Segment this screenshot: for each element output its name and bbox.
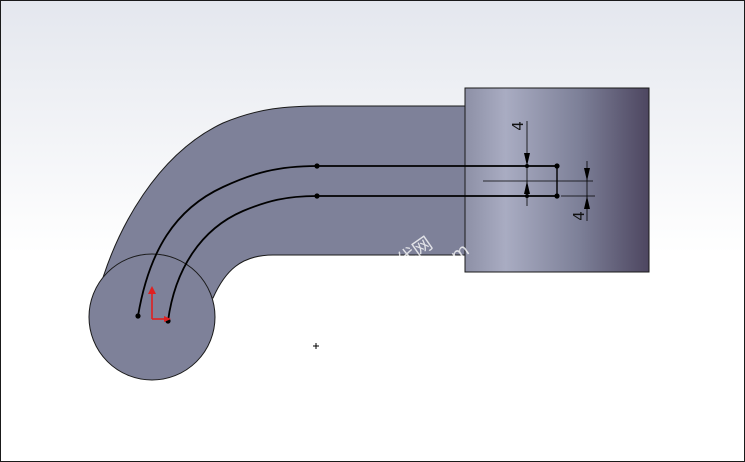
origin-triad[interactable] <box>148 286 171 322</box>
dimension-arrow <box>584 196 590 209</box>
origin-y-arrow-icon <box>148 286 156 294</box>
dimension-arrow <box>524 181 530 194</box>
dimension-arrow <box>524 153 530 166</box>
swept-body[interactable] <box>96 105 468 299</box>
sketch-point-outer-tangent[interactable] <box>314 163 320 169</box>
sketch-point-inner-end[interactable] <box>554 193 560 199</box>
origin-x-arrow-icon <box>164 316 171 322</box>
sketch-path-inner[interactable] <box>167 195 557 322</box>
dimension-arrow <box>584 168 590 181</box>
sketch-point-inner-tangent[interactable] <box>314 193 320 199</box>
crosshair-cursor-icon <box>313 343 319 349</box>
dimension-value-bottom[interactable]: 4 <box>570 211 588 221</box>
sketch-point-outer-end[interactable] <box>554 163 560 169</box>
body-seam-fill <box>101 293 209 301</box>
sketch-point-outer-start[interactable] <box>135 313 141 319</box>
dimension-value-top[interactable]: 4 <box>509 121 527 131</box>
sketch-path-outer[interactable] <box>137 165 557 317</box>
